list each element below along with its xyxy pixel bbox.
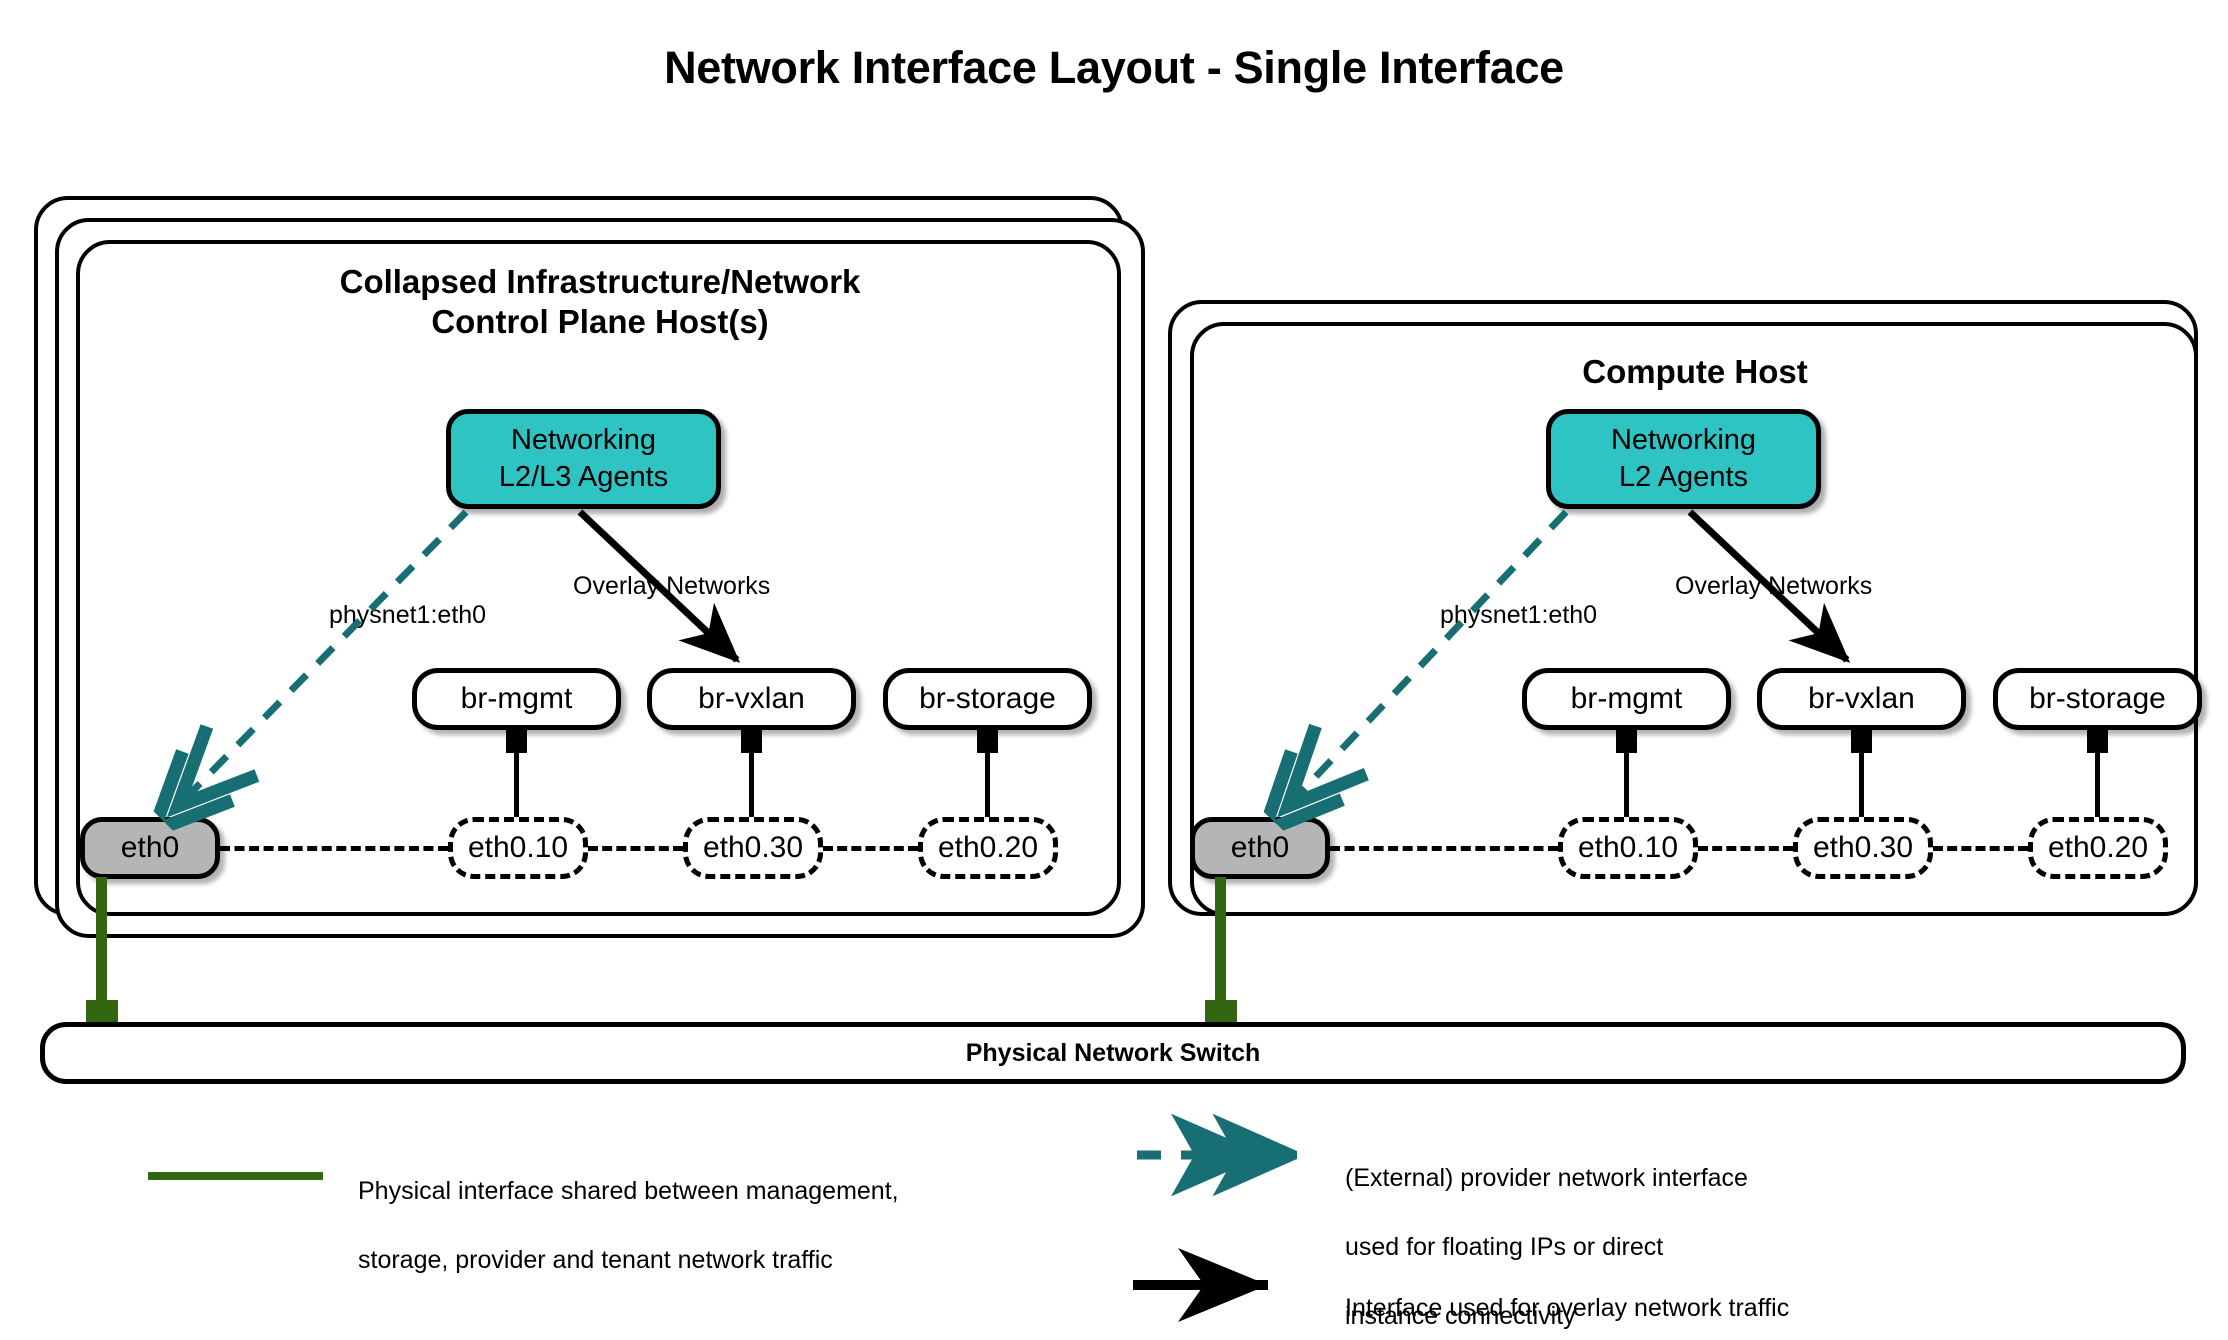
control-plane-agent-line2: L2/L3 Agents [498, 461, 669, 493]
legend-physical-marker [148, 1172, 323, 1180]
compute-agent-box[interactable]: Networking L2 Agents [1546, 409, 1821, 509]
control-plane-host-title-line1: Collapsed Infrastructure/Network [339, 263, 861, 300]
vlan-label: eth0.30 [1812, 831, 1914, 864]
control-plane-vlan-eth0-20[interactable]: eth0.20 [918, 817, 1058, 879]
control-plane-host-title-line2: Control Plane Host(s) [431, 303, 769, 341]
legend-provider-line2: used for floating IPs or direct [1345, 1232, 1664, 1261]
control-plane-nic-eth0[interactable]: eth0 [80, 817, 220, 879]
physical-network-switch-label: Physical Network Switch [965, 1038, 1261, 1067]
legend-provider-line1: (External) provider network interface [1345, 1163, 1748, 1192]
compute-bus-eth0-10-to-eth0-30 [1698, 846, 1793, 851]
physical-network-switch[interactable]: Physical Network Switch [40, 1022, 2186, 1084]
compute-overlay-label: Overlay Networks [1675, 572, 1873, 600]
bus-eth0-to-eth0-10 [220, 846, 448, 851]
control-plane-bridge-br-vxlan[interactable]: br-vxlan [647, 668, 856, 730]
bridge-label: br-mgmt [1570, 682, 1683, 715]
vlan-label: eth0.10 [467, 831, 569, 864]
nic-label: eth0 [1230, 831, 1290, 864]
bus-eth0-10-to-eth0-30 [588, 846, 683, 851]
vlan-label: eth0.20 [2047, 831, 2149, 864]
control-plane-agent-box[interactable]: Networking L2/L3 Agents [446, 409, 721, 509]
compute-host-title: Compute Host [1230, 352, 2160, 392]
control-plane-bridge-br-mgmt[interactable]: br-mgmt [412, 668, 621, 730]
control-plane-physical-link [96, 877, 107, 1022]
compute-nic-eth0[interactable]: eth0 [1190, 817, 1330, 879]
legend-physical-line1: Physical interface shared between manage… [358, 1176, 899, 1205]
control-plane-vlan-eth0-30[interactable]: eth0.30 [683, 817, 823, 879]
legend-physical-text: Physical interface shared between manage… [358, 1139, 998, 1312]
compute-physical-link [1215, 877, 1226, 1022]
legend-overlay-line1: Interface used for overlay network traff… [1345, 1293, 1790, 1322]
nic-label: eth0 [120, 831, 180, 864]
legend-physical-line2: storage, provider and tenant network tra… [358, 1245, 833, 1274]
vlan-label: eth0.10 [1577, 831, 1679, 864]
vlan-label: eth0.20 [937, 831, 1039, 864]
bridge-label: br-storage [2029, 682, 2166, 715]
connector-br-mgmt-eth0-10 [514, 726, 519, 836]
compute-bus-eth0-to-eth0-10 [1330, 846, 1558, 851]
compute-vlan-eth0-10[interactable]: eth0.10 [1558, 817, 1698, 879]
legend-overlay-text: Interface used for overlay network traff… [1345, 1256, 1965, 1340]
connector-compute-br-vxlan-eth0-30 [1859, 726, 1864, 836]
compute-agent-line1: Networking [1610, 423, 1757, 456]
compute-agent-line2: L2 Agents [1619, 461, 1748, 493]
connector-compute-br-mgmt-eth0-10 [1624, 726, 1629, 836]
connector-compute-br-storage-eth0-20 [2095, 726, 2100, 836]
control-plane-host-title: Collapsed Infrastructure/Network Control… [120, 262, 1080, 343]
connector-br-storage-eth0-20 [985, 726, 990, 836]
connector-br-vxlan-eth0-30 [749, 726, 754, 836]
compute-vlan-eth0-20[interactable]: eth0.20 [2028, 817, 2168, 879]
legend-provider-text: (External) provider network interface us… [1345, 1126, 1965, 1340]
control-plane-bridge-br-storage[interactable]: br-storage [883, 668, 1092, 730]
compute-bridge-br-vxlan[interactable]: br-vxlan [1757, 668, 1966, 730]
bridge-label: br-vxlan [1808, 682, 1915, 715]
bus-eth0-30-to-eth0-20 [823, 846, 918, 851]
bridge-label: br-vxlan [698, 682, 805, 715]
compute-vlan-eth0-30[interactable]: eth0.30 [1793, 817, 1933, 879]
control-plane-vlan-eth0-10[interactable]: eth0.10 [448, 817, 588, 879]
compute-host-title-line1: Compute Host [1582, 353, 1808, 390]
compute-provider-label: physnet1:eth0 [1440, 601, 1598, 629]
bridge-label: br-mgmt [460, 682, 573, 715]
control-plane-agent-line1: Networking [510, 423, 657, 456]
control-plane-provider-label: physnet1:eth0 [329, 601, 487, 629]
vlan-label: eth0.30 [702, 831, 804, 864]
compute-bridge-br-mgmt[interactable]: br-mgmt [1522, 668, 1731, 730]
compute-bus-eth0-30-to-eth0-20 [1933, 846, 2028, 851]
compute-bridge-br-storage[interactable]: br-storage [1993, 668, 2202, 730]
control-plane-overlay-label: Overlay Networks [573, 572, 771, 600]
bridge-label: br-storage [919, 682, 1056, 715]
page-title: Network Interface Layout - Single Interf… [664, 42, 1564, 93]
legend-provider-line3: instance connectivity [1345, 1301, 1576, 1330]
